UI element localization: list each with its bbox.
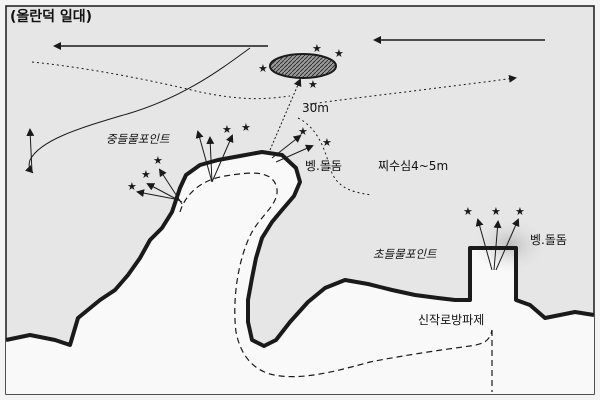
bottom-rock-label-cape: 벵.돌돔 [305,159,342,173]
star-icon: ★ [463,205,473,218]
star-icon: ★ [334,47,344,60]
star-icon: ★ [222,123,232,136]
water-depth-label: 찌수심4~5m [378,159,448,173]
distance-label: 30m [302,101,329,115]
map-title: (올란덕 일대) [10,8,92,25]
star-icon: ★ [298,125,308,138]
star-icon: ★ [141,168,151,181]
star-icon: ★ [153,154,163,167]
dotted-flow-1 [31,61,291,100]
dashed-path [179,172,493,378]
breakwater-label: 신작로방파제 [418,313,484,327]
casting-arrows-cape [136,130,314,205]
star-icon: ★ [258,62,268,75]
star-icon: ★ [515,205,525,218]
star-icon: ★ [491,205,501,218]
star-icon: ★ [312,42,322,55]
casting-arrows-breakwater [475,218,520,271]
early-tide-point-label: 초들물포인트 [373,247,437,261]
star-icon: ★ [127,180,137,193]
middle-tide-point-label: 중들물포인트 [106,132,170,146]
dotted-flow-3 [297,117,373,196]
star-icon: ★ [241,121,251,134]
distance-line [269,78,302,151]
eddy-start [26,128,35,173]
left-headland-land [6,152,594,394]
star-icon: ★ [308,78,318,91]
bottom-rock-label-breakwater: 벵.돌돔 [530,233,567,247]
coastline [5,150,595,348]
eddy-current [24,47,251,174]
submerged-reef [269,53,337,79]
shallow-glow [472,217,548,273]
star-icon: ★ [322,136,332,149]
